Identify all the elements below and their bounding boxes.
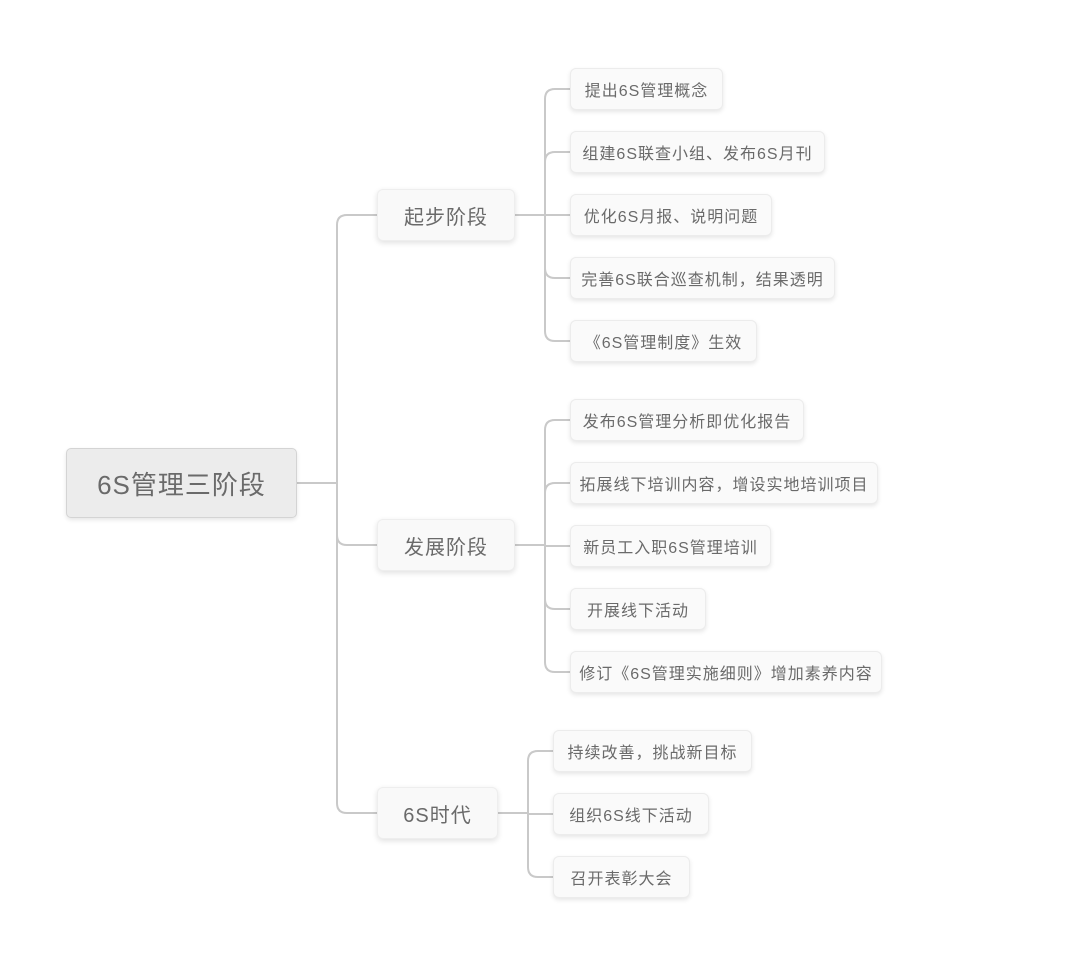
connector	[544, 544, 571, 610]
connector	[336, 482, 378, 546]
connector	[336, 214, 378, 484]
branch-node[interactable]: 起步阶段	[377, 189, 515, 241]
leaf-node[interactable]: 完善6S联合巡查机制，结果透明	[570, 257, 835, 299]
connector	[336, 482, 378, 814]
connector	[544, 88, 571, 216]
connector	[527, 812, 554, 878]
leaf-node[interactable]: 组建6S联查小组、发布6S月刊	[570, 131, 825, 173]
leaf-node[interactable]: 开展线下活动	[570, 588, 706, 630]
leaf-node[interactable]: 持续改善，挑战新目标	[553, 730, 752, 772]
connector	[544, 151, 571, 216]
leaf-node[interactable]: 修订《6S管理实施细则》增加素养内容	[570, 651, 882, 693]
leaf-node[interactable]: 召开表彰大会	[553, 856, 690, 898]
connector	[544, 419, 571, 546]
connector	[544, 482, 571, 546]
connector	[527, 750, 554, 814]
leaf-node[interactable]: 拓展线下培训内容，增设实地培训项目	[570, 462, 878, 504]
branch-node[interactable]: 6S时代	[377, 787, 498, 839]
root-node[interactable]: 6S管理三阶段	[66, 448, 297, 518]
leaf-node[interactable]: 提出6S管理概念	[570, 68, 723, 110]
leaf-node[interactable]: 《6S管理制度》生效	[570, 320, 757, 362]
leaf-node[interactable]: 组织6S线下活动	[553, 793, 709, 835]
leaf-node[interactable]: 发布6S管理分析即优化报告	[570, 399, 804, 441]
connector	[544, 214, 571, 342]
leaf-node[interactable]: 优化6S月报、说明问题	[570, 194, 772, 236]
branch-node[interactable]: 发展阶段	[377, 519, 515, 571]
connector	[544, 214, 571, 279]
connector	[544, 544, 571, 673]
leaf-node[interactable]: 新员工入职6S管理培训	[570, 525, 771, 567]
